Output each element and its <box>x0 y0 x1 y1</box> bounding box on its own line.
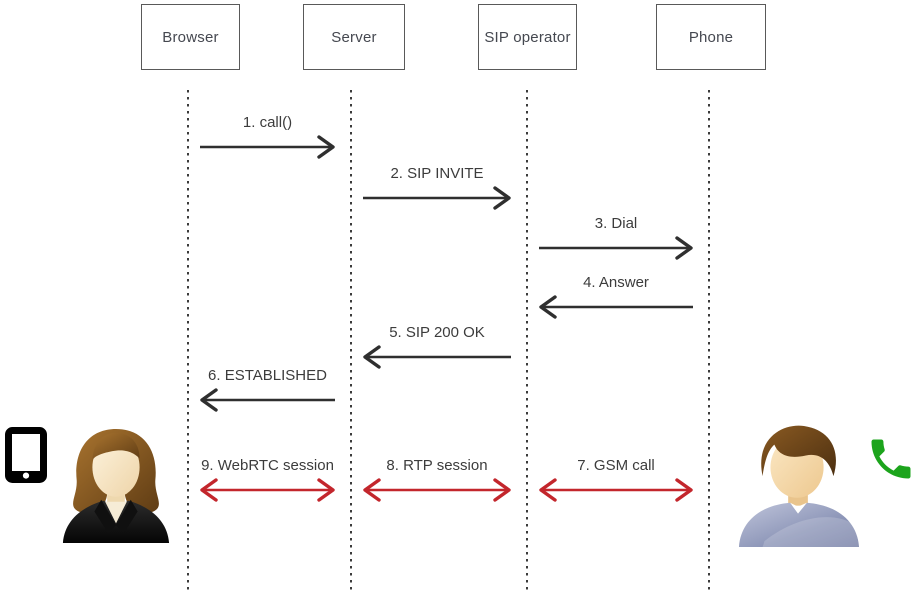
actor-label-server: Server <box>331 28 377 46</box>
phone-handset-icon <box>871 439 911 479</box>
lifeline-server <box>350 90 352 593</box>
message-label: 5. SIP 200 OK <box>389 324 485 341</box>
female-user-avatar <box>62 428 170 543</box>
message-label: 1. call() <box>242 114 293 131</box>
lifeline-phone <box>708 90 710 593</box>
actor-label-browser: Browser <box>162 28 219 46</box>
lifeline-sip <box>526 90 528 593</box>
session-arrow <box>363 478 511 502</box>
message-arrow <box>363 345 511 369</box>
tablet-icon <box>5 427 47 483</box>
message-label: 6. ESTABLISHED <box>208 367 327 384</box>
message-arrow <box>539 236 693 260</box>
actor-box-server: Server <box>303 4 405 70</box>
message-arrow <box>539 295 693 319</box>
message-label: 4. Answer <box>583 274 649 291</box>
message-label: 3. Dial <box>594 215 638 232</box>
actor-label-sip: SIP operator <box>484 28 571 46</box>
message-label: 9. WebRTC session <box>201 457 334 474</box>
message-label: 2. SIP INVITE <box>390 165 484 182</box>
actor-label-phone: Phone <box>688 28 734 46</box>
actor-box-browser: Browser <box>141 4 240 70</box>
session-arrow <box>539 478 693 502</box>
lifeline-browser <box>187 90 189 593</box>
session-arrow <box>200 478 335 502</box>
message-arrow <box>200 135 335 159</box>
message-label: 7. GSM call <box>577 457 655 474</box>
message-arrow <box>363 186 511 210</box>
message-arrow <box>200 388 335 412</box>
actor-box-sip: SIP operator <box>478 4 577 70</box>
actor-box-phone: Phone <box>656 4 766 70</box>
male-user-avatar <box>738 425 860 547</box>
message-label: 8. RTP session <box>386 457 488 474</box>
